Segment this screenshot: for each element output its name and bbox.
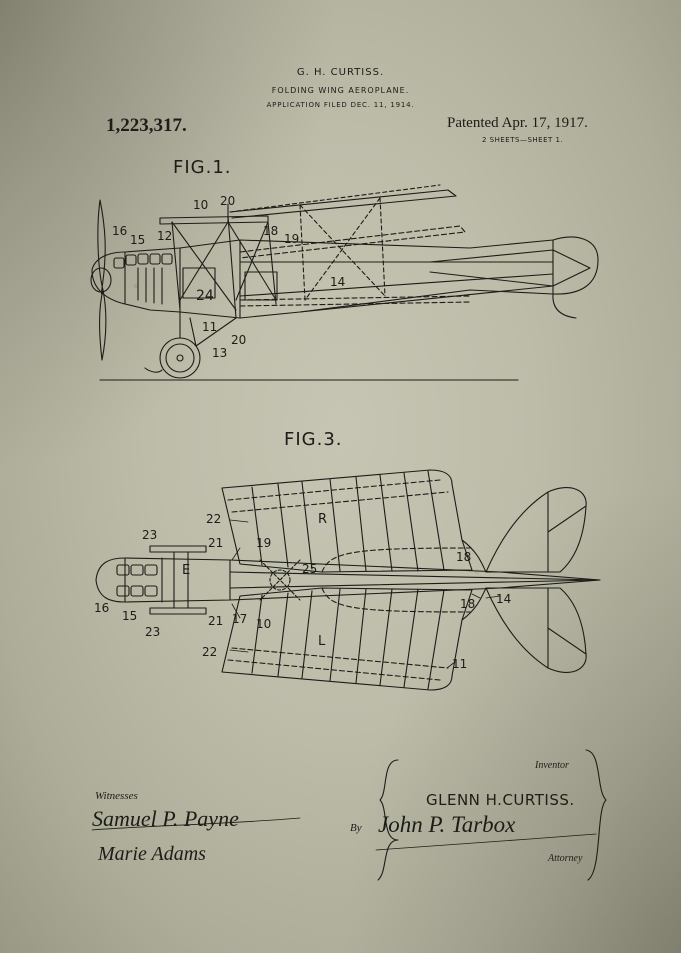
fig3-title: FIG.3.: [284, 429, 343, 450]
inventor-name: GLENN H.CURTISS.: [426, 791, 575, 809]
fig1-title: FIG.1.: [173, 157, 232, 178]
fig3-label-11: 11: [452, 657, 468, 671]
inventor-label: Inventor: [535, 760, 569, 771]
fig3-label-22-bottom: 22: [202, 645, 218, 659]
fig1-label-20b: 20: [231, 333, 247, 347]
fuselage: [91, 236, 599, 319]
attorney-label: Attorney: [548, 853, 583, 864]
leader-lines: [229, 519, 501, 669]
fig1-label-14: 14: [330, 275, 346, 289]
fig1-label-11: 11: [202, 320, 218, 334]
tail-assembly: [429, 239, 591, 319]
fig3-label-16: 16: [94, 601, 110, 615]
signature-marks: [91, 749, 607, 881]
fig1-label-12: 12: [157, 229, 173, 243]
patented-date: Patented Apr. 17, 1917.: [447, 115, 588, 131]
fig3-label-17: 17: [232, 612, 248, 626]
fig3-label-r: R: [318, 512, 328, 527]
plan-tail: [461, 487, 587, 673]
witness-signature-1: Samuel P. Payne: [92, 806, 239, 831]
fig3-label-10: 10: [256, 617, 272, 631]
landing-gear: [144, 311, 237, 379]
fig3-label-21-bottom: 21: [208, 614, 224, 628]
fig1-label-15: 15: [130, 233, 146, 247]
witness-signature-2: Marie Adams: [98, 843, 206, 865]
fig3-label-18-top: 18: [456, 550, 472, 564]
fig3-label-l: L: [318, 634, 326, 649]
fig1-label-24: 24: [196, 288, 214, 304]
application-filed: APPLICATION FILED DEC. 11, 1914.: [266, 101, 415, 109]
witness-flourish: [91, 817, 301, 831]
patent-title: FOLDING WING AEROPLANE.: [271, 86, 410, 95]
fig3-label-19: 19: [256, 536, 272, 550]
fig3-label-23-top: 23: [142, 528, 158, 542]
fig3-plan-view: [95, 469, 601, 691]
by-label: By: [350, 822, 362, 834]
fig3-label-23-bottom: 23: [145, 625, 161, 639]
fig1-label-20: 20: [220, 194, 236, 208]
fig3-label-e: E: [182, 563, 191, 578]
fig3-label-15: 15: [122, 609, 138, 623]
right-brace: [585, 749, 607, 881]
fig1-label-10: 10: [193, 198, 209, 212]
fig3-label-18-bottom: 18: [460, 597, 476, 611]
inventor-header: G. H. CURTISS.: [296, 67, 385, 78]
left-brace: [377, 759, 399, 881]
wing-struts: [171, 197, 386, 319]
fig1-label-16: 16: [112, 224, 128, 238]
fig1-label-18: 18: [263, 224, 279, 238]
fig1-label-19: 19: [284, 232, 300, 246]
fig3-label-25: 25: [302, 562, 318, 576]
attorney-signature: John P. Tarbox: [378, 812, 516, 837]
fig3-label-22-top: 22: [206, 512, 222, 526]
attorney-flourish: [375, 833, 597, 851]
wing-panel-l: [221, 587, 473, 691]
wing-panel-r: [221, 469, 473, 573]
fig3-label-14: 14: [496, 592, 512, 606]
fig1-side-view: [90, 184, 599, 381]
patent-number: 1,223,317.: [106, 115, 187, 136]
lower-wing-folded: [239, 225, 471, 307]
fig1-label-13: 13: [212, 346, 228, 360]
plan-fuselage: [95, 545, 601, 615]
witnesses-label: Witnesses: [95, 790, 138, 802]
fig3-label-21-top: 21: [208, 536, 224, 550]
sheet-count: 2 SHEETS—SHEET 1.: [482, 136, 564, 144]
